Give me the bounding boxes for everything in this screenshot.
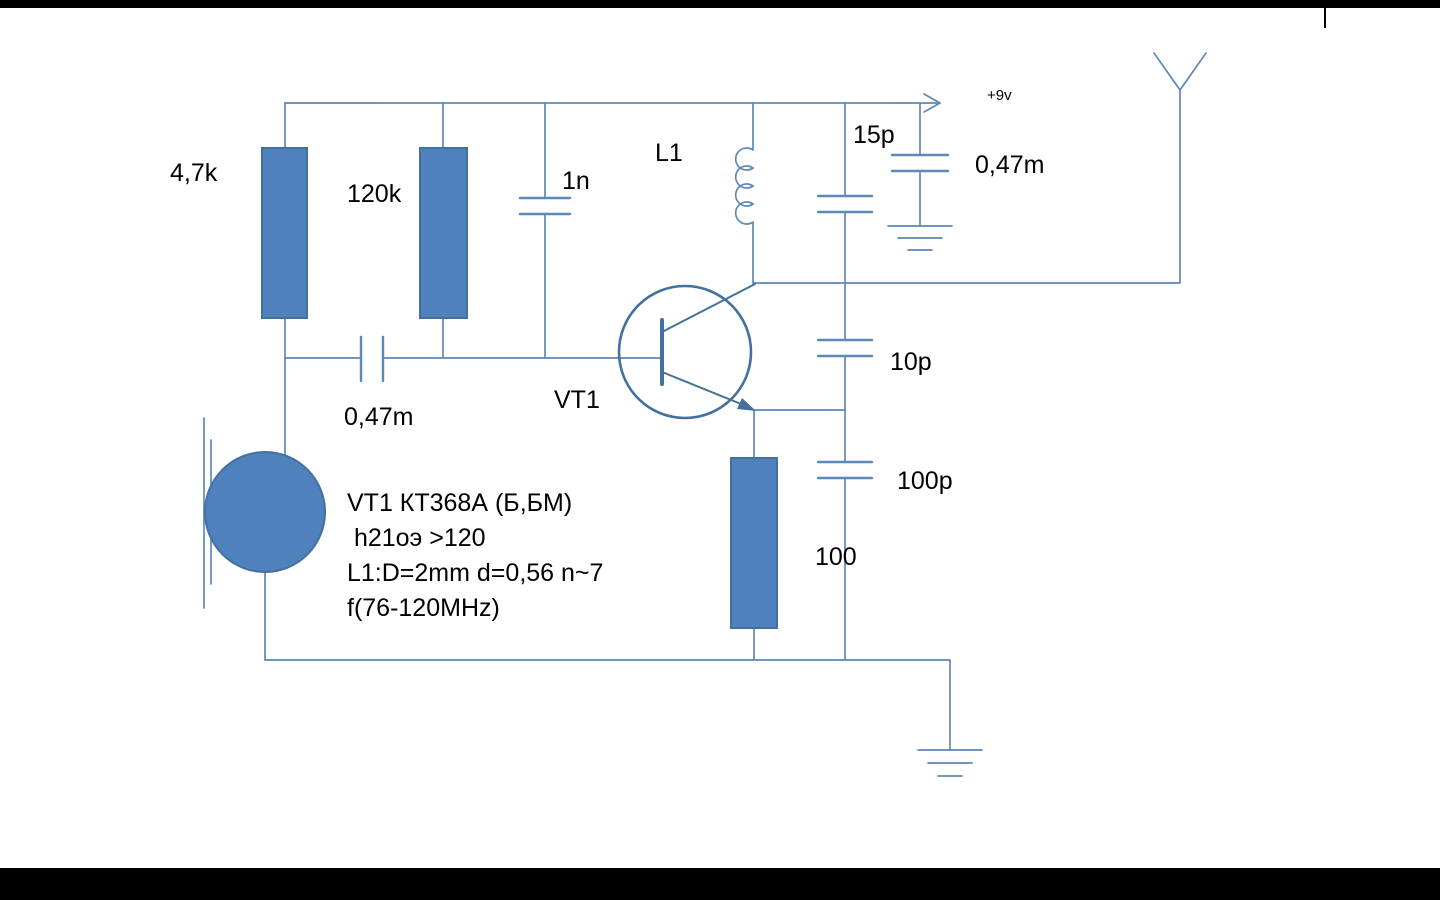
resistor-4k7 (261, 147, 308, 319)
transistor-circle (617, 284, 753, 420)
wire-collector (752, 89, 1181, 284)
capacitor-100p (816, 460, 874, 480)
capacitor-047m-coupling (359, 335, 385, 383)
transistor-VT1 (617, 283, 756, 420)
resistor-120k (419, 147, 468, 319)
wire-network (264, 89, 1181, 751)
capacitor-047m-bypass (890, 153, 950, 173)
microphone-body (204, 451, 326, 573)
wire-mic (264, 357, 286, 661)
slide-canvas (0, 8, 1440, 868)
ground-main (917, 749, 983, 777)
capacitor-1n (518, 196, 572, 216)
transistor-emitter-arrow (737, 398, 756, 411)
resistor-100 (730, 457, 778, 629)
capacitor-10p (816, 338, 874, 358)
antenna-icon (1153, 52, 1207, 91)
microphone (203, 417, 326, 609)
transistor-emitter-lead (661, 371, 747, 407)
capacitor-15p (816, 194, 874, 214)
transistor-collector-lead (661, 283, 756, 333)
supply-arrow-icon (923, 93, 941, 113)
screen-edge-mark (1324, 0, 1326, 28)
ground-bypass (887, 225, 953, 251)
bottom-rail (264, 659, 951, 751)
inductor-L1 (734, 147, 755, 225)
